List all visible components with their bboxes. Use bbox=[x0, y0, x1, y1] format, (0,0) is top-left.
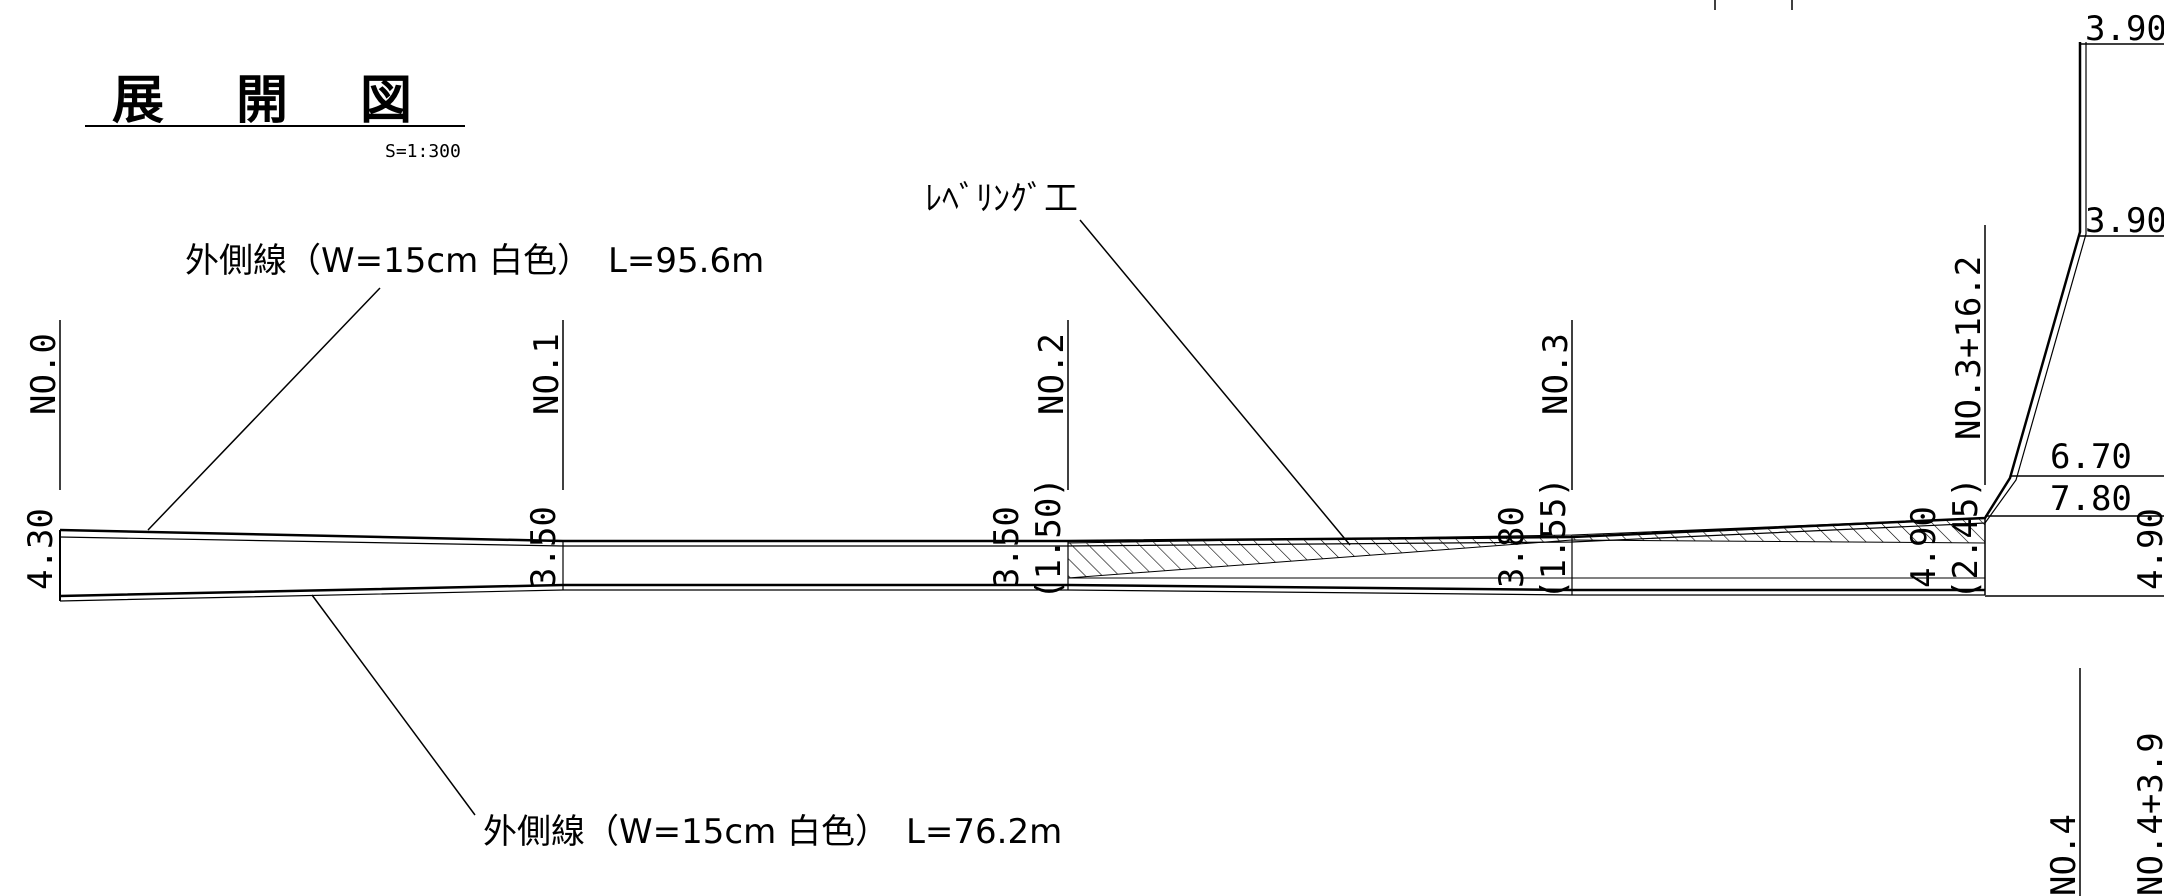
width-label-no3: 3.80 bbox=[1492, 506, 1532, 588]
leader-line-top bbox=[147, 287, 381, 531]
leveling-label: ﾚﾍﾞﾘﾝｸﾞ工 bbox=[925, 179, 1078, 219]
width-label-no0: 4.30 bbox=[21, 508, 61, 590]
width-label-no3-16: 4.90 bbox=[1904, 506, 1944, 588]
outer-line-label-top: 外側線（W=15cm 白色） L=95.6m bbox=[185, 241, 764, 281]
road-bottom-edge-outer bbox=[59, 589, 1985, 602]
station-label-no4: NO.4 bbox=[2044, 814, 2084, 896]
right-dim-3: 6.70 bbox=[2050, 437, 2132, 477]
station-label-no3: NO.3 bbox=[1536, 333, 1576, 415]
road-top-edge-outer bbox=[59, 42, 2087, 547]
station-label-no3-16: NO.3+16.2 bbox=[1949, 256, 1989, 440]
station-label-no1: NO.1 bbox=[527, 333, 567, 415]
width-label-no3-16-paren: (2.45) bbox=[1946, 477, 1986, 600]
width-label-no3-paren: (1.55) bbox=[1534, 477, 1574, 600]
leader-line-leveling bbox=[1079, 219, 1351, 546]
width-label-no1: 3.50 bbox=[524, 506, 564, 588]
width-label-no2-paren: (1.50) bbox=[1029, 477, 1069, 600]
scale-label: S=1:300 bbox=[385, 141, 461, 162]
station-label-no0: NO.0 bbox=[24, 333, 64, 415]
station-label-no2: NO.2 bbox=[1032, 333, 1072, 415]
road-top-edge bbox=[59, 42, 2082, 543]
outer-line-label-bottom: 外側線（W=15cm 白色） L=76.2m bbox=[483, 812, 1062, 852]
leader-line-bottom bbox=[311, 594, 476, 816]
right-dim-2: 3.90 bbox=[2085, 201, 2164, 241]
right-dim-4: 7.80 bbox=[2050, 479, 2132, 519]
right-dim-1: 3.90 bbox=[2085, 9, 2164, 49]
width-label-right: 4.90 bbox=[2131, 508, 2164, 590]
drawing-title: 展 開 図 bbox=[112, 71, 422, 131]
width-label-no2: 3.50 bbox=[987, 506, 1027, 588]
station-label-no4-3-9: NO.4+3.9 bbox=[2131, 732, 2164, 896]
